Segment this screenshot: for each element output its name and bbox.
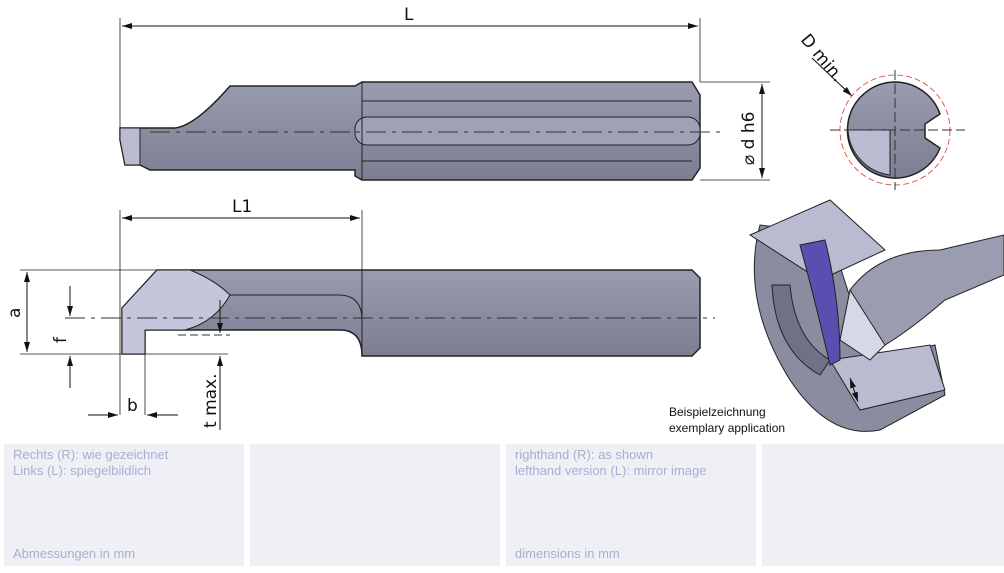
dim-tmax-label: t max. xyxy=(201,373,221,428)
empty-panel-2 xyxy=(762,444,1004,566)
dim-a-label: a xyxy=(5,308,25,318)
example-application-3d: Beispielzeichnung exemplary application xyxy=(669,199,1004,435)
note-righthand-en: righthand (R): as shown xyxy=(515,447,654,462)
tool-side-view: L1 a f b t max. xyxy=(5,197,715,430)
note-units-de: Abmessungen in mm xyxy=(13,546,136,561)
dim-L-label: L xyxy=(404,5,414,25)
dim-Dmin-label: D min. xyxy=(796,30,847,86)
note-righthand-de: Rechts (R): wie gezeichnet xyxy=(13,447,169,462)
dim-f-label: f xyxy=(51,336,71,343)
notes-panel-german: Rechts (R): wie gezeichnet Links (L): sp… xyxy=(4,444,244,566)
empty-panel-1 xyxy=(250,444,500,566)
example-label-de: Beispielzeichnung xyxy=(669,405,766,419)
tool-end-view: D min. xyxy=(796,30,965,190)
notes-panel-english: righthand (R): as shown lefthand version… xyxy=(506,444,756,566)
tool-top-view: L ⌀ d h6 xyxy=(119,5,770,181)
dim-d-label: ⌀ d h6 xyxy=(739,112,759,165)
note-units-en: dimensions in mm xyxy=(515,546,620,561)
note-lefthand-de: Links (L): spiegelbildlich xyxy=(13,463,152,478)
dim-b-label: b xyxy=(127,396,138,416)
dim-L1-label: L1 xyxy=(232,197,252,217)
note-lefthand-en: lefthand version (L): mirror image xyxy=(515,463,707,478)
example-label-en: exemplary application xyxy=(669,421,785,435)
